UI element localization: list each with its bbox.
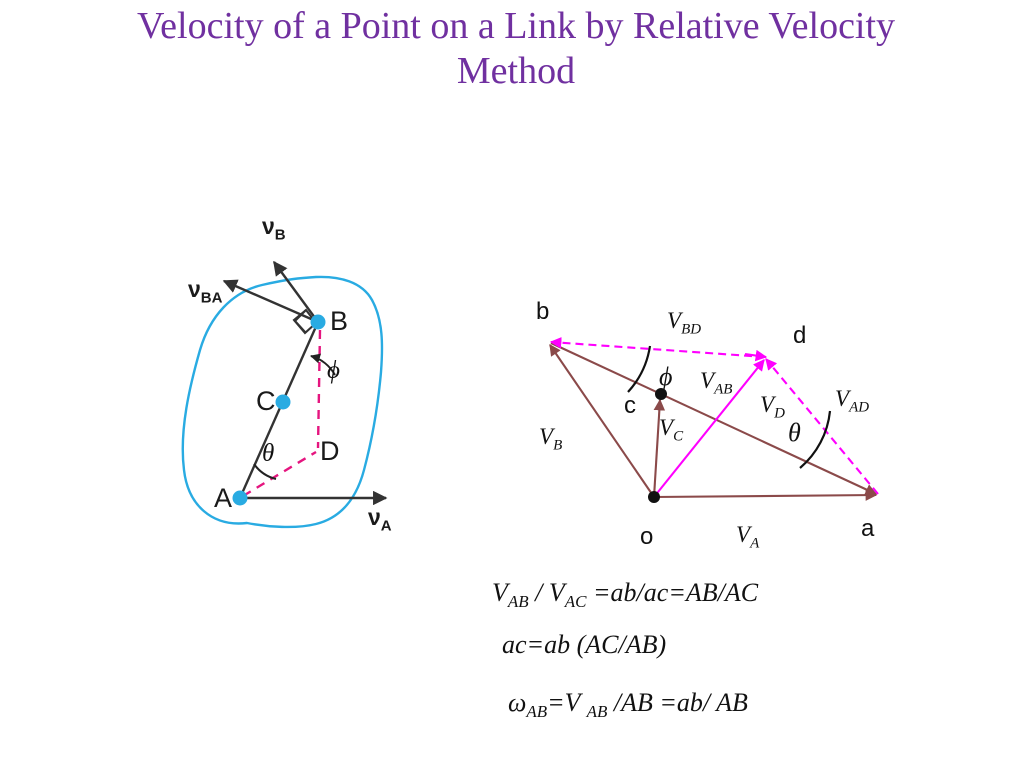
link-body-outline-group: [181, 275, 384, 529]
polygon-vector-label-VC-sub: C: [673, 428, 684, 445]
polygon-vector-label-VD-sub: D: [774, 405, 785, 422]
polygon-vector-od: [653, 359, 765, 498]
polygon-angle-arcs-group: [627, 345, 832, 469]
equation-part: AB: [526, 702, 548, 722]
vector-label-vBA: νBA: [188, 276, 222, 307]
polygon-vector-label-VD: VD: [760, 392, 785, 423]
equation-part: AC: [564, 592, 587, 612]
polygon-vector-label-VBD-base: V: [667, 308, 682, 333]
link-lines-group: [222, 260, 388, 506]
vector-label-vA: νA: [368, 504, 392, 535]
page-title-line-2: Method: [456, 49, 576, 92]
polygon-vector-ba: [550, 342, 878, 495]
link-segment-ab: [238, 321, 320, 499]
page-title: Velocity of a Point on a Link by Relativ…: [62, 4, 970, 94]
point-marker-C: [275, 394, 291, 410]
angle-label-theta-polygon: θ: [788, 418, 801, 447]
vector-vB: [273, 260, 319, 323]
vector-label-vB: νB: [262, 213, 286, 244]
polygon-vector-label-VC: VC: [659, 415, 683, 446]
dashed-line-bd: [316, 329, 322, 449]
equation-part: / V: [528, 578, 565, 607]
equation-3: ωAB=V AB /AB =ab/ AB: [508, 688, 748, 722]
equation-part: /AB =ab/ AB: [607, 688, 748, 717]
equation-part: AB: [507, 592, 529, 612]
vector-label-vB-base: ν: [262, 213, 275, 239]
angle-arc-theta-polygon: [799, 410, 832, 469]
polygon-vector-label-VA: VA: [736, 522, 759, 553]
polygon-vector-oc: [652, 398, 666, 498]
vector-label-vBA-sub: BA: [200, 289, 223, 307]
link-point-markers-group: [232, 314, 326, 506]
vector-vBA: [222, 279, 319, 324]
polygon-vector-label-VAB-base: V: [700, 368, 715, 393]
polygon-vector-label-VAD-sub: AD: [849, 399, 870, 416]
polygon-vector-label-VBD: VBD: [667, 308, 701, 339]
link-angle-arcs-group: [253, 353, 336, 480]
polygon-vector-label-VA-sub: A: [750, 535, 760, 552]
polygon-vector-label-VB-sub: B: [553, 437, 563, 454]
point-label-D: D: [320, 436, 340, 466]
point-label-B: B: [330, 306, 349, 336]
angle-label-phi-polygon: ϕ: [659, 362, 673, 391]
polygon-vector-bd-tip: [744, 349, 768, 362]
angle-label-phi-link: ϕ: [327, 357, 340, 384]
equation-part: AB: [586, 702, 608, 722]
polygon-point-label-c: c: [624, 392, 636, 419]
polygon-vector-ad: [765, 358, 879, 495]
polygon-vector-ob: [549, 344, 655, 498]
page-title-line-1: Velocity of a Point on a Link by Relativ…: [136, 5, 896, 47]
polygon-vector-label-VAB-sub: AB: [714, 381, 733, 398]
angle-arc-theta-link: [253, 463, 277, 480]
equation-part: =V: [547, 688, 587, 717]
point-marker-B: [310, 314, 326, 330]
velocity-polygon-lines-group: [549, 336, 879, 501]
polygon-point-label-o: o: [640, 523, 654, 550]
point-label-A: A: [214, 483, 233, 513]
point-marker-A: [232, 490, 248, 506]
angle-arc-phi-link: [310, 353, 336, 376]
polygon-node-o: [648, 491, 660, 503]
polygon-node-markers-group: [648, 388, 667, 503]
polygon-vector-label-VAB: VAB: [700, 368, 732, 399]
dashed-line-ad: [242, 450, 317, 498]
polygon-vector-label-VAD: VAD: [835, 386, 869, 417]
polygon-point-label-b: b: [536, 298, 550, 325]
polygon-vector-label-VA-base: V: [736, 522, 751, 547]
equation-part: =ab/ac=AB/AC: [586, 578, 759, 607]
equation-2: ac=ab (AC/AB): [502, 630, 666, 660]
polygon-vector-label-VBD-sub: BD: [681, 321, 702, 338]
angle-label-theta-link: θ: [262, 440, 275, 467]
equation-part: V: [492, 578, 508, 607]
angle-arc-phi-polygon: [627, 345, 652, 393]
polygon-vector-label-VB-base: V: [539, 424, 554, 449]
point-label-C: C: [256, 386, 276, 416]
equation-part: ω: [508, 688, 527, 717]
polygon-node-c: [655, 388, 667, 400]
polygon-vector-label-VC-base: V: [659, 415, 674, 440]
vector-label-vA-sub: A: [380, 517, 392, 535]
polygon-vector-label-VD-base: V: [760, 392, 775, 417]
polygon-vector-label-VAD-base: V: [835, 386, 850, 411]
equation-part: ac=ab (AC/AB): [502, 630, 667, 659]
polygon-vector-oa: [653, 489, 878, 501]
vector-label-vB-sub: B: [274, 226, 286, 244]
vector-label-vA-base: ν: [368, 504, 381, 530]
equation-1: VAB / VAC =ab/ac=AB/AC: [492, 578, 758, 612]
link-body-outline: [181, 275, 384, 529]
polygon-point-label-a: a: [861, 515, 875, 542]
vector-label-vBA-base: ν: [188, 276, 201, 302]
polygon-vector-label-VB: VB: [539, 424, 562, 455]
polygon-point-label-d: d: [793, 322, 807, 349]
link-relative-lines-group: [242, 329, 322, 498]
polygon-vector-bd: [549, 336, 766, 359]
